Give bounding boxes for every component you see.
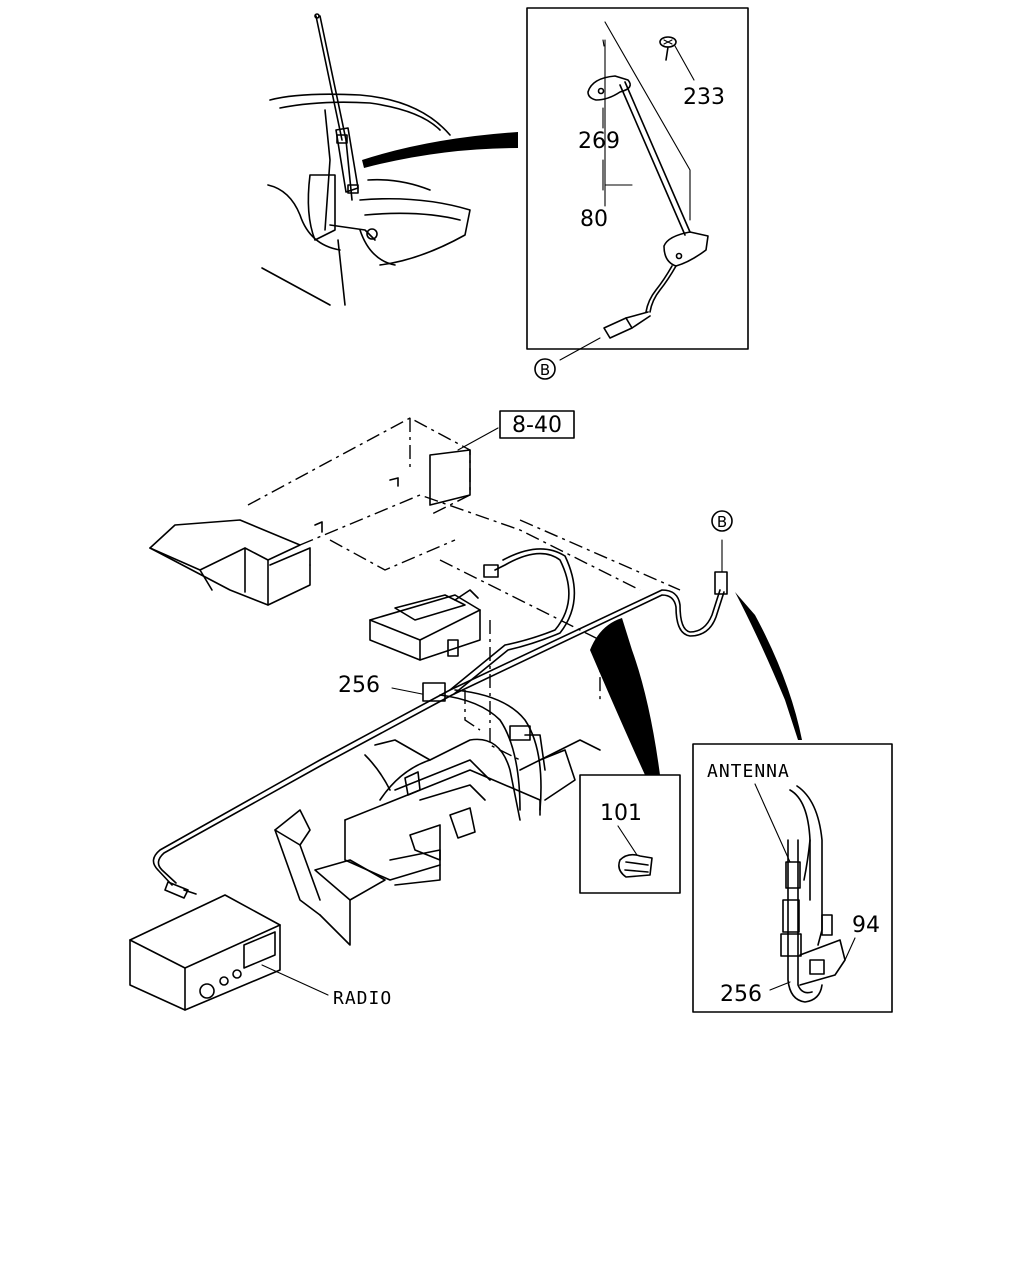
clip-101-icon <box>618 853 653 878</box>
callout-269: 269 <box>578 129 620 154</box>
callout-256-main: 256 <box>338 673 380 698</box>
antenna-feeder-cable <box>152 539 728 899</box>
swoop-to-clip-detail <box>590 618 660 775</box>
callout-80: 80 <box>580 207 608 232</box>
antenna-clip-detail-box: ANTENNA 94 256 <box>692 743 893 1013</box>
ref-8-40-label: 8-40 <box>512 413 562 438</box>
swoop-to-antenna-detail <box>735 592 802 740</box>
antenna-label: ANTENNA <box>707 761 790 782</box>
svg-text:B: B <box>717 513 727 531</box>
callout-94: 94 <box>852 913 880 938</box>
connector-b-marker-top: B <box>534 358 556 380</box>
connector-b-marker-mid: B <box>711 510 733 532</box>
instrument-panel-structure <box>149 417 681 946</box>
svg-text:B: B <box>540 361 550 379</box>
clip-256-main: 256 <box>338 673 446 702</box>
radio-unit: RADIO <box>129 894 392 1011</box>
clip-101-detail-box: 101 <box>579 774 681 894</box>
callout-256-detail: 256 <box>720 982 762 1007</box>
radio-label: RADIO <box>333 988 392 1009</box>
callout-233: 233 <box>683 85 725 110</box>
antenna-detail-box: 233 269 80 <box>526 7 749 361</box>
reference-8-40: 8-40 <box>457 410 575 451</box>
callout-101: 101 <box>600 801 642 826</box>
screw-233-icon <box>659 36 677 61</box>
vehicle-fender-antenna-view <box>261 13 518 306</box>
